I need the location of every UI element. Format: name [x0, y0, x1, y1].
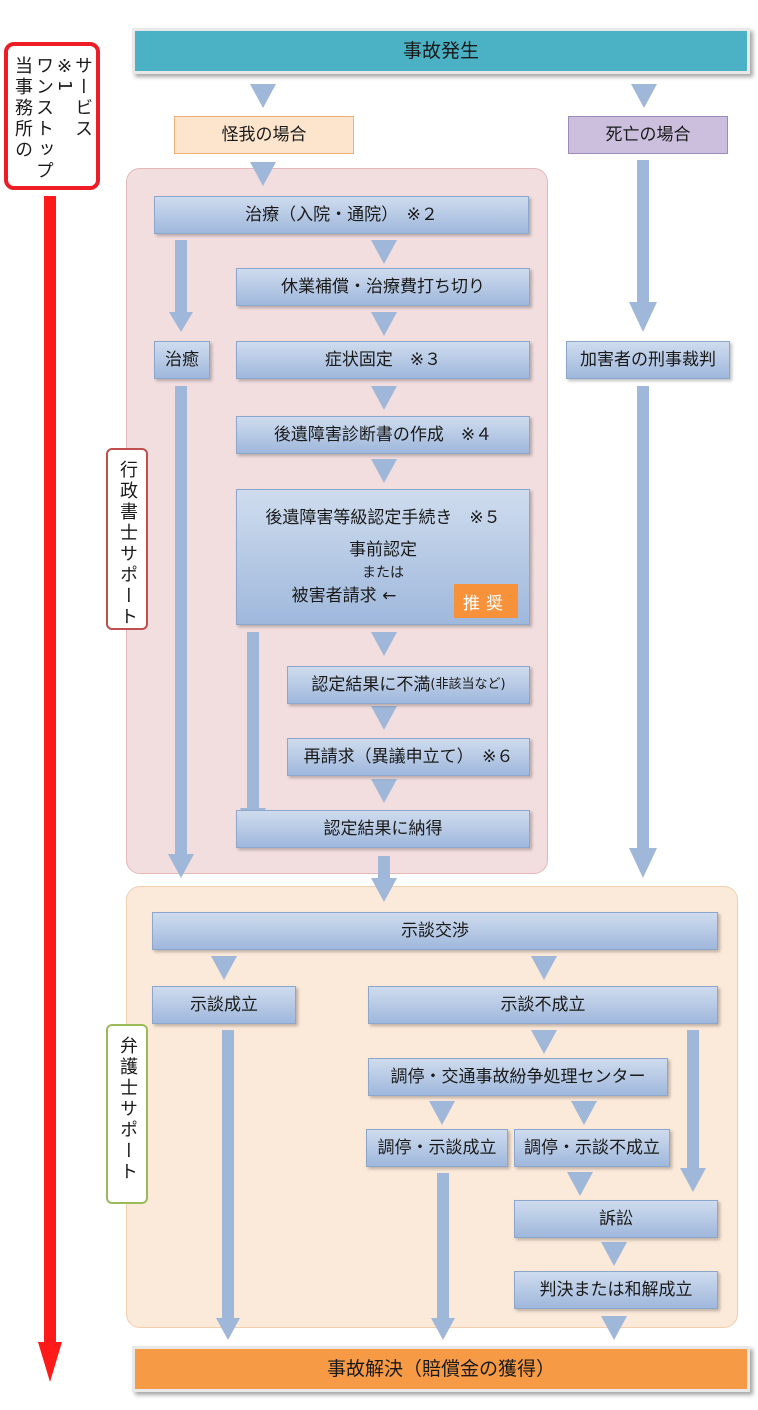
flow-long-arrow-8 — [680, 1030, 706, 1192]
accident-node: 事故発生 — [132, 28, 750, 74]
dissatisfied-note: (非該当など) — [430, 677, 506, 693]
flow-long-arrow-3 — [240, 632, 266, 832]
flow-chevron-0 — [250, 84, 276, 108]
judgment-node: 判決または和解成立 — [514, 1271, 718, 1309]
mediation-settled-node: 調停・示談成立 — [366, 1129, 508, 1167]
grade-option-1: 事前認定 — [349, 540, 417, 561]
one-stop-service-label: 当事務所の ワンストップ サービス ※1 — [4, 42, 100, 190]
admin-support-label: 行政書士サポート — [106, 448, 148, 630]
flow-long-arrow-5 — [371, 856, 397, 902]
flow-chevron-11 — [531, 956, 557, 980]
flow-long-arrow-6 — [216, 1030, 240, 1340]
symptom-fixed-node: 症状固定 ※３ — [236, 341, 530, 379]
death-case-node: 死亡の場合 — [568, 116, 728, 154]
injury-case-node: 怪我の場合 — [174, 116, 354, 154]
one-stop-line-3: サービス ※1 — [54, 56, 93, 140]
criminal-trial-node: 加害者の刑事裁判 — [566, 341, 730, 379]
lawyer-support-text: 弁護士サポート — [117, 1036, 138, 1183]
treatment-node: 治療（入院・通院） ※２ — [154, 196, 529, 234]
grade-or: または — [362, 564, 404, 581]
flow-chevron-2 — [250, 162, 276, 186]
resolution-node: 事故解決（賠償金の獲得） — [132, 1346, 750, 1392]
one-stop-line-2: ワンストップ — [33, 56, 54, 182]
grade-title: 後遺障害等級認定手続き ※５ — [265, 508, 501, 528]
one-stop-red-arrow — [38, 196, 62, 1382]
flow-chevron-3 — [371, 240, 397, 264]
lawyer-support-label: 弁護士サポート — [106, 1024, 148, 1204]
flow-chevron-10 — [211, 956, 237, 980]
flow-long-arrow-2 — [168, 386, 194, 878]
settlement-reached-node: 示談成立 — [152, 986, 296, 1024]
flow-chevron-14 — [571, 1101, 597, 1125]
accepted-node: 認定結果に納得 — [236, 810, 530, 848]
flow-chevron-12 — [531, 1030, 557, 1054]
lawsuit-node: 訴訟 — [514, 1200, 718, 1238]
disability-diagnosis-node: 後遺障害診断書の作成 ※４ — [236, 416, 530, 454]
compensation-cutoff-node: 休業補償・治療費打ち切り — [236, 268, 530, 306]
flow-long-arrow-0 — [169, 240, 193, 332]
recovery-node: 治癒 — [154, 341, 210, 379]
flow-chevron-16 — [601, 1242, 627, 1266]
flow-chevron-4 — [371, 312, 397, 336]
grade-option-2: 被害者請求 ← — [291, 585, 397, 606]
reclaim-node: 再請求（異議申立て） ※６ — [287, 738, 530, 776]
flow-chevron-6 — [371, 459, 397, 483]
admin-support-text: 行政書士サポート — [117, 460, 138, 628]
flow-chevron-13 — [429, 1101, 455, 1125]
dissatisfied-text: 認定結果に不満 — [311, 674, 431, 695]
flow-chevron-5 — [371, 386, 397, 410]
one-stop-line-1: 当事務所の — [12, 56, 33, 161]
negotiation-node: 示談交渉 — [152, 912, 718, 950]
settlement-failed-node: 示談不成立 — [368, 986, 718, 1024]
flow-chevron-1 — [631, 84, 657, 108]
flow-chevron-17 — [601, 1316, 627, 1340]
flow-chevron-9 — [371, 779, 397, 803]
flow-chevron-7 — [371, 632, 397, 656]
flow-long-arrow-1 — [629, 160, 657, 332]
flow-chevron-8 — [371, 706, 397, 730]
flow-chevron-15 — [567, 1172, 593, 1196]
flow-long-arrow-7 — [431, 1173, 455, 1340]
mediation-failed-node: 調停・示談不成立 — [514, 1129, 670, 1167]
adr-center-node: 調停・交通事故紛争処理センター — [368, 1058, 668, 1096]
dissatisfied-node: 認定結果に不満 (非該当など) — [287, 666, 530, 704]
flow-long-arrow-4 — [629, 386, 657, 878]
recommended-badge: 推奨 — [454, 584, 518, 618]
